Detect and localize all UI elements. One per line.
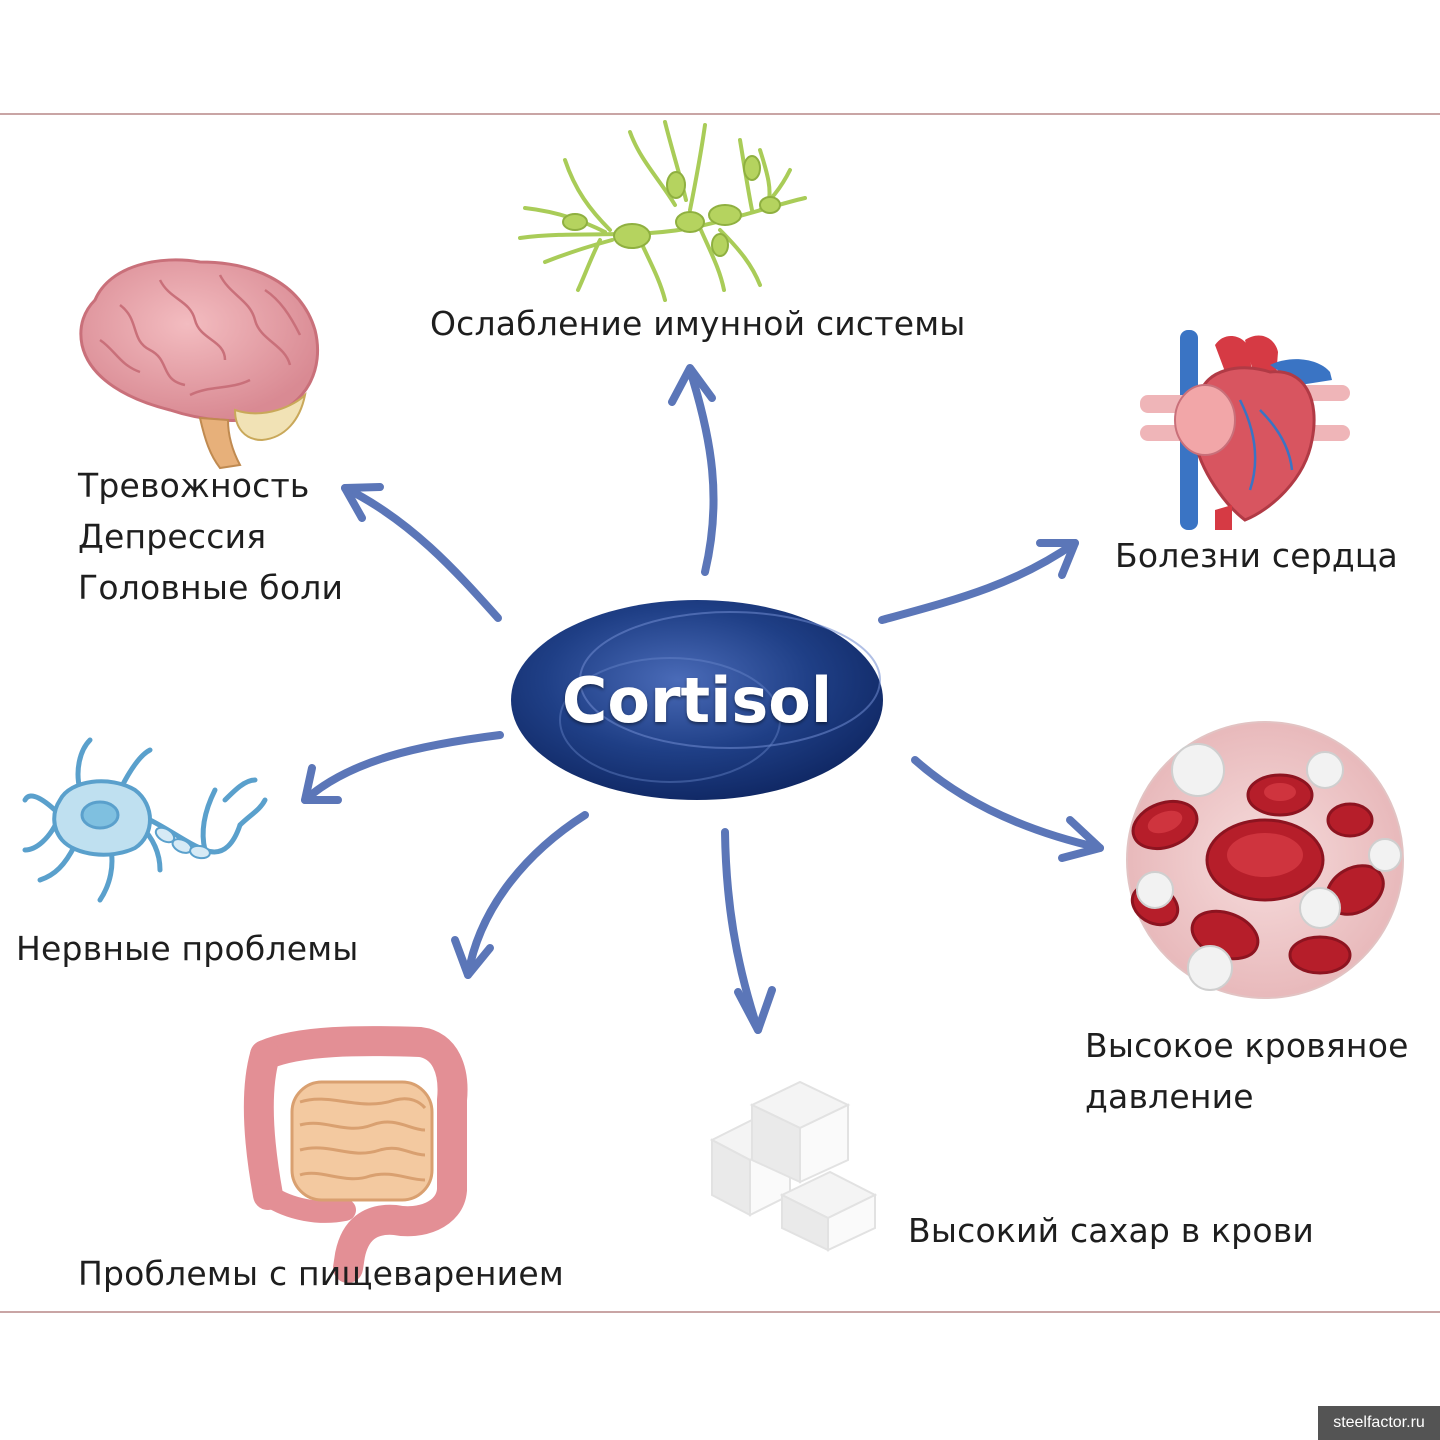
brain-icon <box>79 258 320 470</box>
label-nerves: Нервные проблемы <box>16 929 359 968</box>
arrow-sugar-head <box>734 986 776 1034</box>
arrow-digestion-head <box>451 936 494 979</box>
arrow-nerves <box>301 731 504 804</box>
immune-cells-bodies <box>562 155 781 257</box>
label-mind-anxiety: Тревожность <box>78 466 310 505</box>
label-immune: Ослабление имунной системы <box>430 304 966 343</box>
arrow-heart <box>878 539 1079 624</box>
label-blood-pressure: Высокое кровяное давление <box>1085 1020 1409 1122</box>
arrow-mind-head <box>341 483 384 522</box>
label-blood-pressure-line2: давление <box>1085 1077 1254 1117</box>
arrow-digestion <box>464 811 589 979</box>
arrow-nerves-head <box>301 764 342 804</box>
label-blood-pressure-line1: Высокое кровяное <box>1085 1026 1409 1065</box>
watermark: steelfactor.ru <box>1318 1406 1440 1440</box>
label-mind-headaches: Головные боли <box>78 568 344 608</box>
arrow-mind <box>341 484 502 622</box>
neuron-body <box>52 779 211 860</box>
blood-cells-icon <box>1126 721 1404 999</box>
label-mind-depression: Депрессия <box>78 517 267 557</box>
arrow-immune-head <box>668 364 716 406</box>
arrow-heart-head <box>1036 539 1079 579</box>
label-heart: Болезни сердца <box>1115 536 1398 575</box>
arrow-immune <box>686 366 718 576</box>
arrows <box>301 364 1104 1034</box>
arrow-blood-head <box>1058 816 1104 862</box>
sugar-cubes-icon <box>709 1080 878 1252</box>
immune-cells-icon <box>518 120 807 302</box>
intestine-icon <box>243 1026 468 1283</box>
label-mind: Тревожность Депрессия Головные боли <box>78 460 343 613</box>
label-digestion: Проблемы с пищеварением <box>78 1254 564 1293</box>
arrow-sugar <box>721 828 762 1034</box>
heart-icon <box>1140 330 1350 530</box>
cortisol-ellipse <box>511 600 883 800</box>
cortisol-label: Cortisol <box>561 663 833 737</box>
diagram-frame <box>0 113 1440 1313</box>
arrow-blood <box>911 756 1104 852</box>
label-sugar: Высокий сахар в крови <box>908 1211 1315 1250</box>
